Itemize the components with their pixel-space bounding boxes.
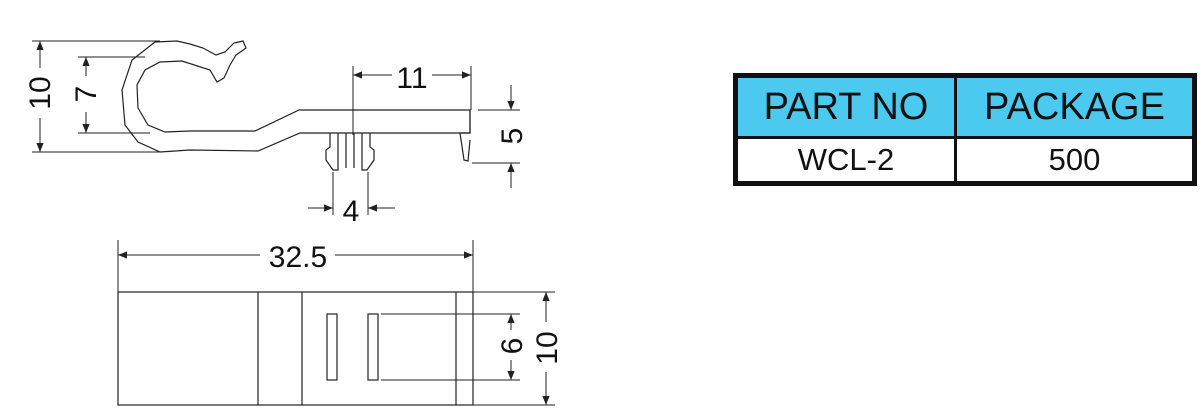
dim-label-clip-width: 11 bbox=[396, 62, 427, 95]
header-part-no: PART NO bbox=[734, 74, 957, 139]
cell-part-no: WCL-2 bbox=[734, 136, 957, 185]
slot-left bbox=[326, 313, 338, 381]
snap-leg-left bbox=[325, 133, 339, 171]
dim-clip-width bbox=[352, 66, 472, 135]
snap-leg-right bbox=[361, 133, 375, 171]
dim-plan-height bbox=[473, 291, 555, 406]
dim-label-side-height-inner: 7 bbox=[70, 86, 103, 103]
table-header-row: PART NO PACKAGE bbox=[734, 74, 1196, 139]
header-package: PACKAGE bbox=[954, 74, 1196, 139]
dim-label-leg-height: 5 bbox=[496, 128, 529, 145]
dim-total-length bbox=[117, 240, 474, 292]
dim-label-side-height-outer: 10 bbox=[24, 76, 57, 109]
dim-leg-height bbox=[472, 85, 520, 188]
dim-slot-length bbox=[381, 313, 520, 381]
dim-leg-gap bbox=[308, 172, 395, 215]
table-row: WCL-2 500 bbox=[734, 136, 1196, 185]
hook-profile bbox=[121, 40, 471, 153]
dim-label-slot-length: 6 bbox=[496, 338, 529, 355]
dim-side-height-outer bbox=[32, 40, 160, 153]
plan-view bbox=[117, 291, 474, 406]
dim-label-plan-height: 10 bbox=[531, 331, 564, 364]
cell-package: 500 bbox=[954, 136, 1196, 185]
dim-label-leg-gap: 4 bbox=[343, 195, 360, 228]
plan-outline bbox=[117, 291, 474, 406]
end-lip bbox=[459, 110, 471, 162]
side-view bbox=[121, 40, 471, 171]
dim-label-total-length: 32.5 bbox=[269, 241, 327, 274]
spec-table: PART NO PACKAGE WCL-2 500 bbox=[733, 73, 1197, 186]
slot-right bbox=[367, 313, 379, 381]
dim-side-height-inner bbox=[78, 56, 150, 134]
